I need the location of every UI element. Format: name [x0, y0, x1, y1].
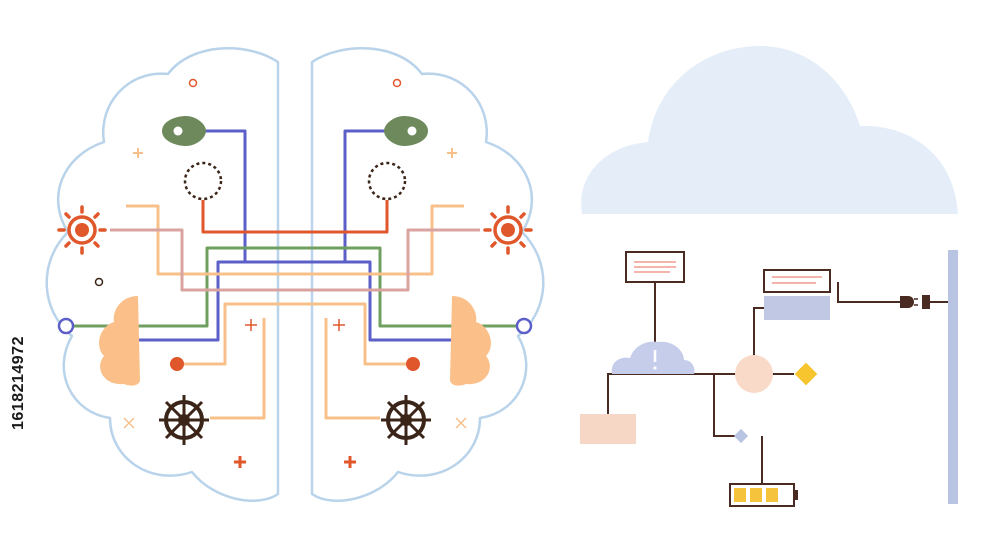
sparkle-icon [123, 417, 135, 429]
sparkle-icon [333, 319, 345, 331]
big-cloud-icon [581, 46, 958, 214]
peach-wire-gear-right [324, 318, 380, 420]
small-ring-icon [188, 78, 198, 88]
orange-dot-icon [406, 357, 420, 371]
sun-gear-icon [483, 205, 533, 255]
green-wire-left [68, 246, 522, 328]
banner-document-icon [763, 269, 831, 293]
plus-icon [133, 148, 143, 158]
sun-gear-icon [57, 205, 107, 255]
node-circle-icon [735, 355, 773, 393]
peach-block-icon [580, 414, 636, 444]
ship-wheel-icon [381, 395, 431, 445]
wire-end-ring-icon [515, 317, 533, 335]
plus-icon [344, 456, 356, 468]
peach-wire-top [126, 204, 464, 276]
warning-cloud-icon [611, 341, 695, 374]
plug-icon [894, 296, 918, 308]
blue-wire-right-pin [138, 129, 390, 342]
orange-dot-icon [170, 357, 184, 371]
blue-wire-left-pin [200, 129, 452, 342]
dashed-ring-icon [183, 161, 223, 201]
sparkle-icon [245, 319, 257, 331]
document-icon [625, 251, 685, 283]
diamond-icon [794, 362, 818, 386]
peach-wire-gear-left [210, 318, 266, 420]
pin-icon [384, 116, 428, 146]
small-ring-icon [94, 277, 104, 287]
orange-wire-ring-left [201, 200, 389, 234]
small-diamond-icon [733, 428, 749, 444]
right-brain-outline [310, 47, 545, 502]
network-lines [607, 282, 894, 484]
server-block-icon [764, 296, 830, 320]
pink-wire [110, 228, 480, 292]
pin-icon [162, 116, 206, 146]
small-ring-icon [392, 78, 402, 88]
left-brain-outline [45, 47, 280, 502]
peach-lobe-icon [99, 296, 140, 386]
dashed-ring-icon [367, 161, 407, 201]
peach-lobe-icon [450, 296, 491, 386]
wires [68, 129, 522, 420]
plus-icon [447, 148, 457, 158]
ship-wheel-icon [159, 395, 209, 445]
wire-end-ring-icon [57, 317, 75, 335]
sparkle-icon [455, 417, 467, 429]
plus-icon [234, 456, 246, 468]
vertical-bar [948, 250, 958, 504]
peach-wire-left-lower [178, 302, 412, 366]
socket-icon [922, 295, 948, 309]
battery-icon [729, 483, 798, 507]
